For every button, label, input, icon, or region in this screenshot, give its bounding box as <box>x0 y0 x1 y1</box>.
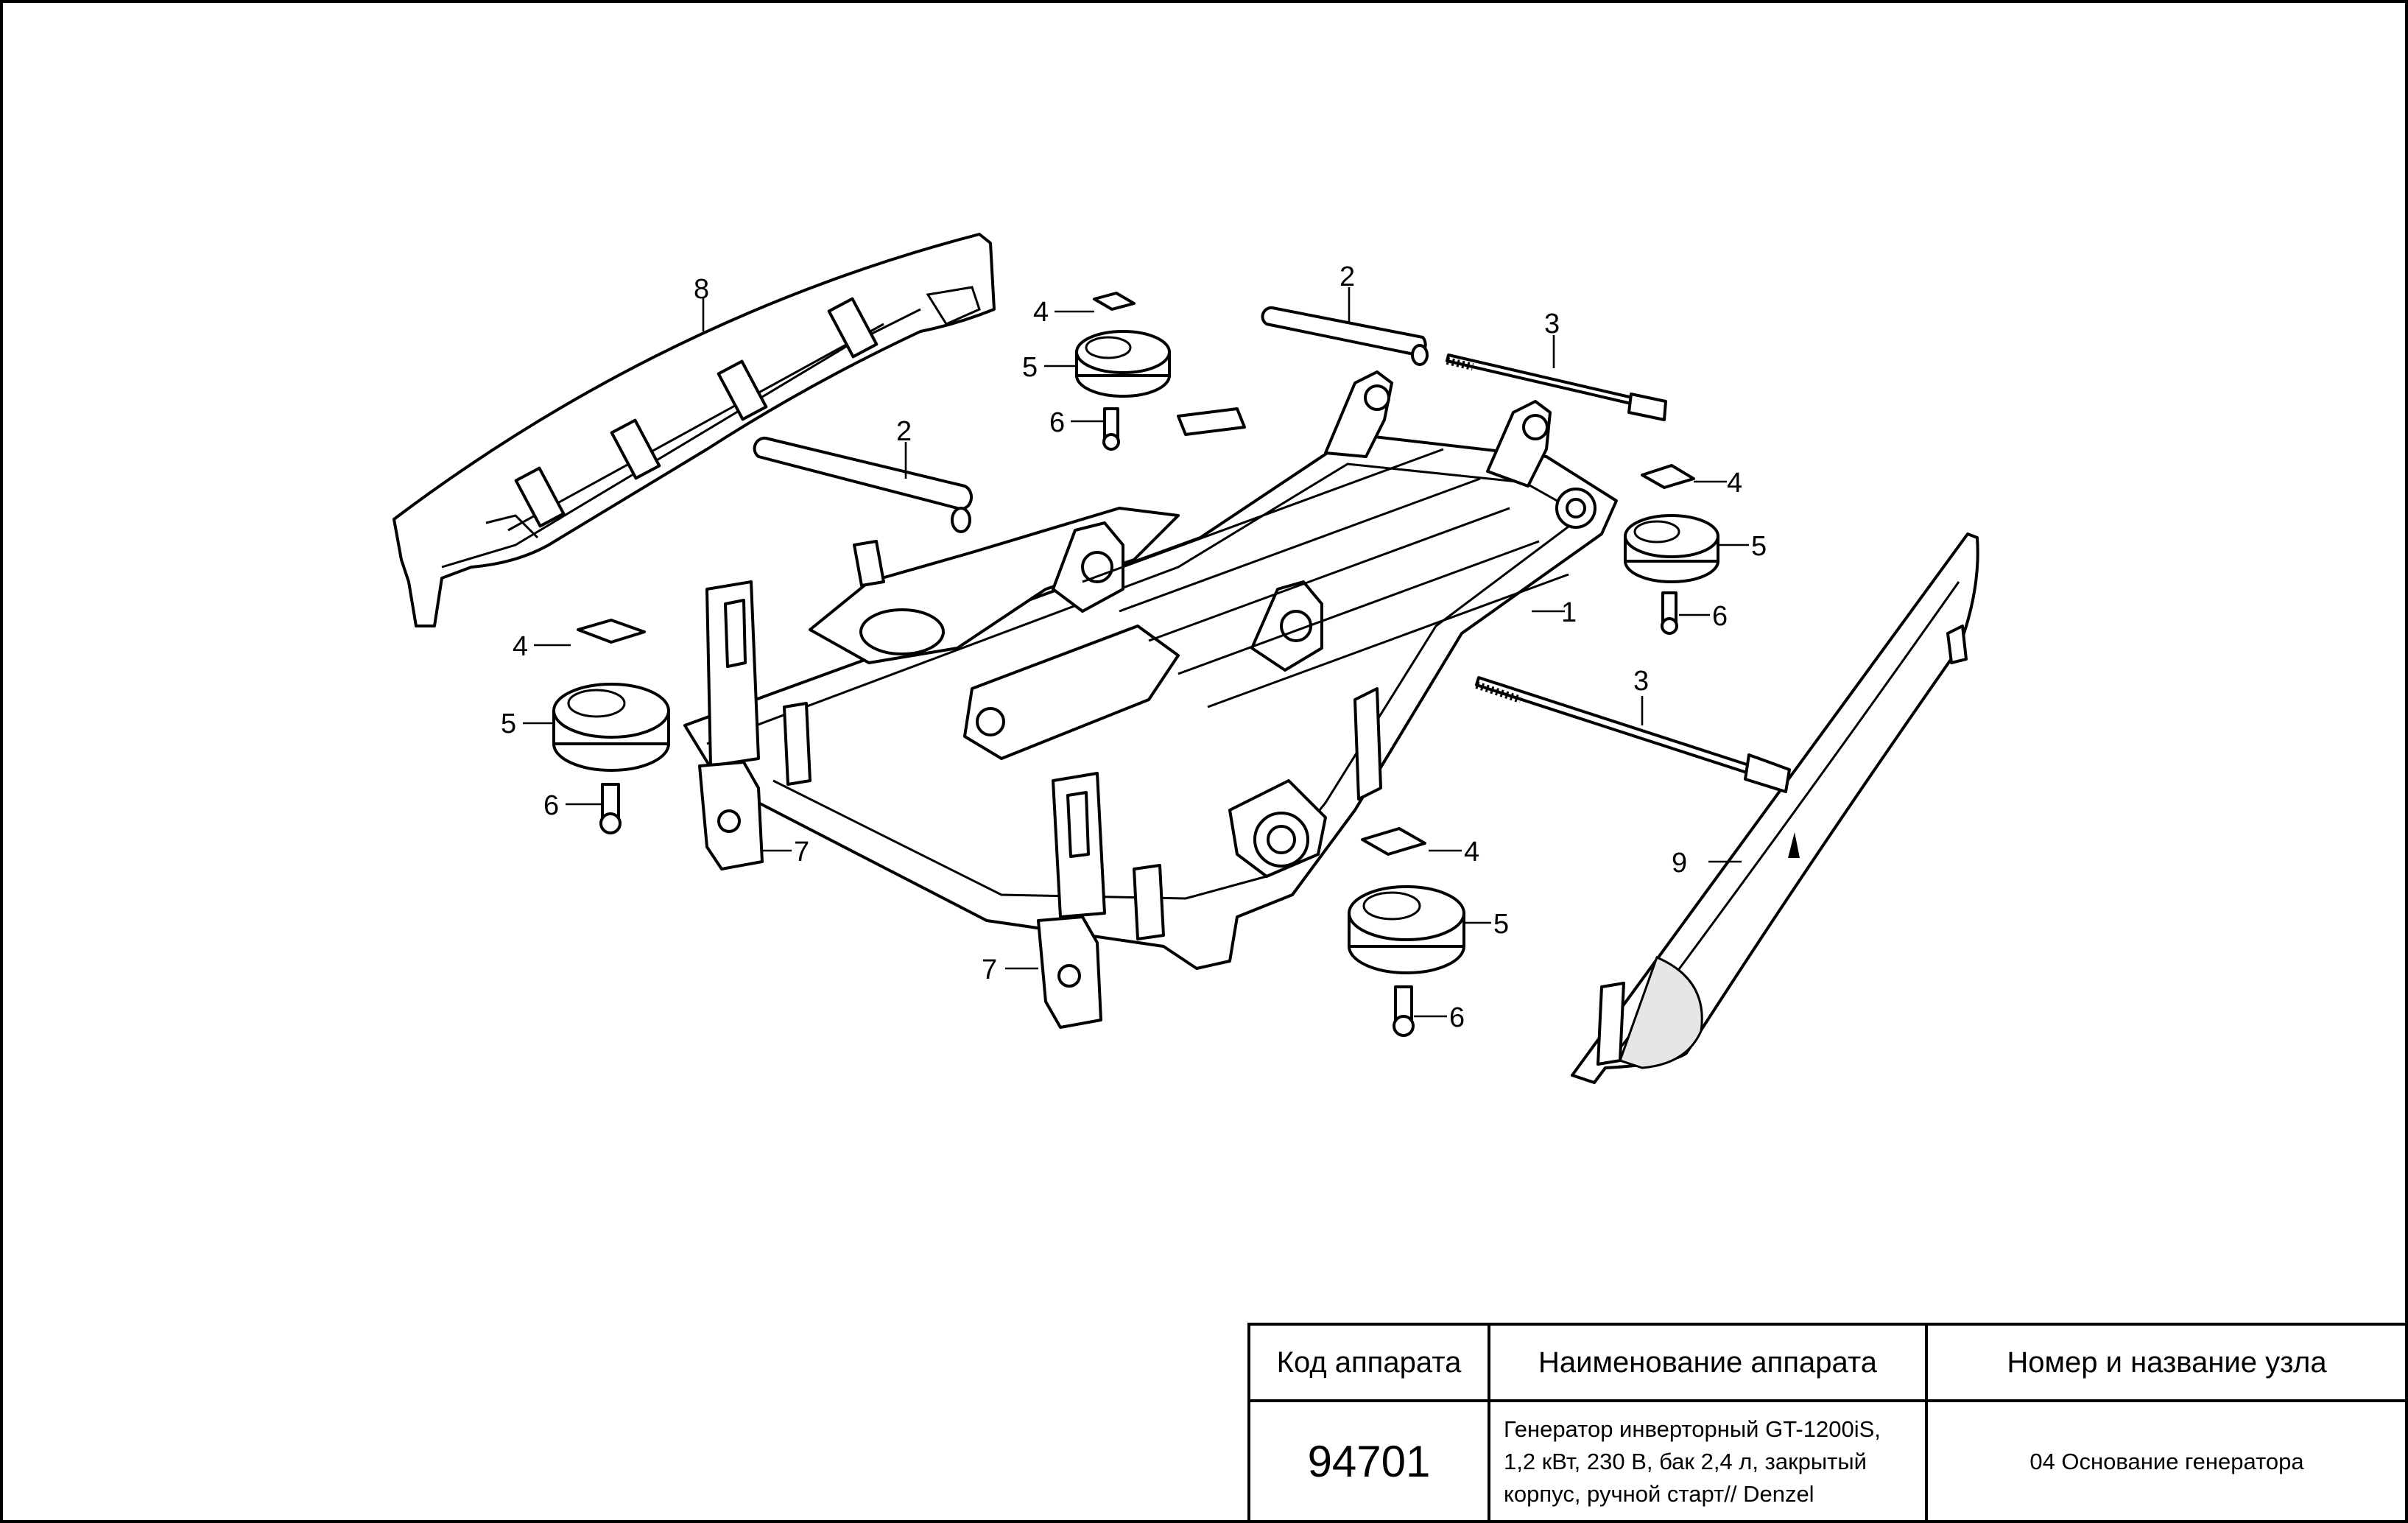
callout-9: 9 <box>1672 848 1687 879</box>
callout-3: 3 <box>1633 666 1649 697</box>
callout-4: 4 <box>513 631 528 662</box>
unit-name: 04 Основание генератора <box>2029 1448 2304 1474</box>
callout-5: 5 <box>1022 352 1038 383</box>
mount-bottom <box>1348 827 1465 1037</box>
parts-4-5-6-mounts <box>552 292 1719 1037</box>
part-7-clips <box>698 761 1102 1029</box>
part-2-pins <box>753 306 1429 533</box>
header-code: Код аппарата <box>1250 1326 1490 1402</box>
leader-lines <box>523 287 1749 1018</box>
callout-5: 5 <box>1493 909 1509 940</box>
callout-6: 6 <box>1049 407 1065 438</box>
apparatus-name-line: 1,2 кВт, 230 В, бак 2,4 л, закрытый <box>1504 1448 1867 1474</box>
mount-left <box>552 619 670 834</box>
callout-6: 6 <box>1449 1002 1465 1033</box>
callout-5: 5 <box>1751 531 1767 562</box>
part-1-generator-base-frame <box>683 370 1618 970</box>
apparatus-name-line: корпус, ручной старт// Denzel <box>1504 1480 1814 1507</box>
header-name: Наименование аппарата <box>1490 1326 1928 1402</box>
callout-3: 3 <box>1544 309 1560 340</box>
callout-5: 5 <box>501 708 516 739</box>
callout-labels: 8 4 5 6 2 3 2 4 5 6 1 4 5 6 7 3 9 4 5 6 … <box>501 261 1767 1033</box>
apparatus-name-line: Генератор инверторный GT-1200iS, <box>1504 1415 1881 1442</box>
callout-6: 6 <box>543 790 559 821</box>
callout-6: 6 <box>1712 601 1728 632</box>
mount-right <box>1624 464 1719 635</box>
part-9-side-panel-right <box>1571 532 1979 1084</box>
callout-7: 7 <box>794 837 809 868</box>
callout-8: 8 <box>694 274 709 305</box>
callout-4: 4 <box>1464 837 1479 868</box>
part-3-bolts <box>1446 354 1791 793</box>
title-block: Код аппарата Наименование аппарата Номер… <box>1247 1323 2406 1521</box>
apparatus-code: 94701 <box>1250 1402 1490 1521</box>
callout-4: 4 <box>1033 297 1049 328</box>
callout-2: 2 <box>896 416 912 447</box>
callout-2: 2 <box>1339 261 1355 292</box>
header-unit: Номер и название узла <box>1928 1326 2406 1402</box>
callout-4: 4 <box>1727 468 1742 499</box>
callout-7: 7 <box>982 954 997 985</box>
apparatus-name: Генератор инверторный GT-1200iS, 1,2 кВт… <box>1490 1402 1928 1521</box>
callout-1: 1 <box>1561 597 1577 628</box>
mount-top <box>1075 292 1171 451</box>
part-8-side-panel-left <box>392 233 996 627</box>
